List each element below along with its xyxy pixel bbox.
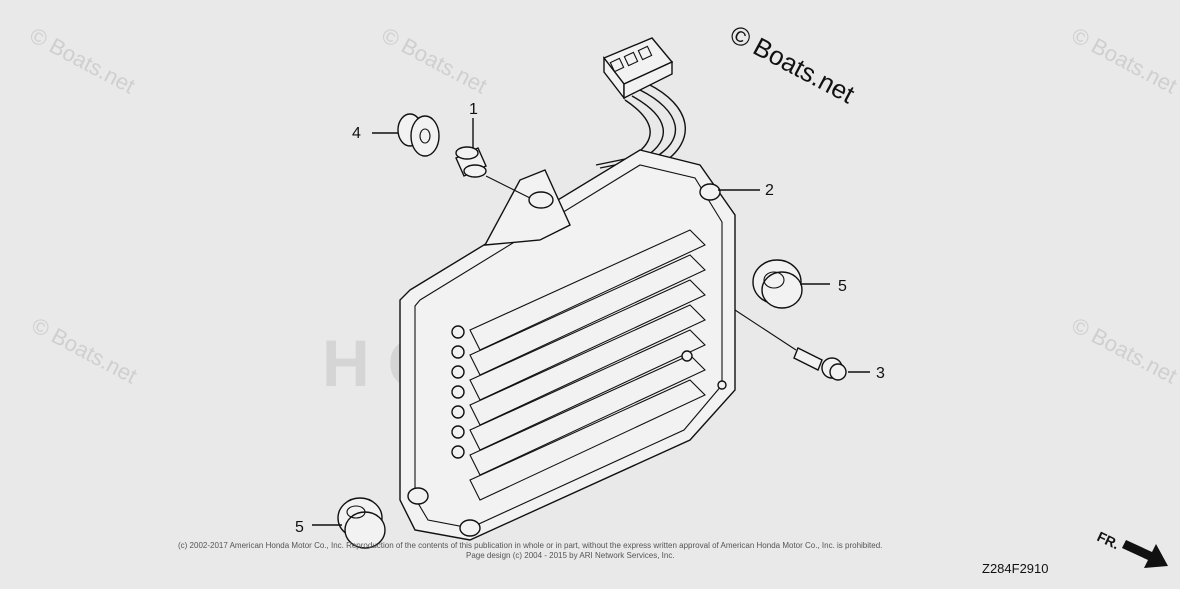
regulator-rectifier-body (399, 149, 736, 541)
boats-net-watermark: © Boats.net (725, 19, 860, 110)
grommet-part-5-left (312, 497, 386, 549)
grommet-part-5-right (752, 259, 830, 309)
direction-label: FR. (1095, 528, 1122, 552)
mounting-hole (528, 191, 554, 209)
front-direction-arrow: FR. (1095, 528, 1168, 568)
watermark-text: © Boats.net (378, 22, 492, 98)
grommet-part-4 (372, 113, 440, 157)
callout-4: 4 (352, 125, 361, 142)
callout-5-left: 5 (295, 519, 304, 536)
copyright-line-2: Page design (c) 2004 - 2015 by ARI Netwo… (466, 551, 675, 560)
callout-5-right: 5 (838, 278, 847, 295)
watermark-text: © Boats.net (1068, 312, 1180, 388)
callout-1: 1 (469, 101, 478, 118)
watermark-text: © Boats.net (26, 22, 140, 98)
watermark-text: © Boats.net (28, 312, 142, 388)
bolt-part-3 (734, 309, 870, 381)
callout-2: 2 (765, 182, 774, 199)
arrow-icon (1122, 540, 1168, 568)
diagram-code: Z284F2910 (982, 561, 1049, 576)
copyright-line-1: (c) 2002-2017 American Honda Motor Co., … (178, 541, 882, 550)
collar-part-1 (455, 118, 531, 199)
callout-3: 3 (876, 365, 885, 382)
watermark-text: © Boats.net (1068, 22, 1180, 98)
